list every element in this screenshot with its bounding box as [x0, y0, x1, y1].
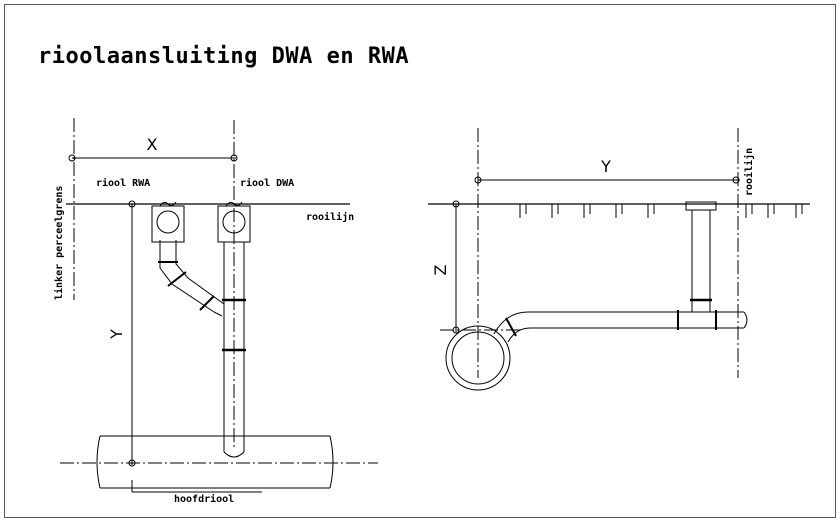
right-view: [428, 128, 810, 391]
connection-pipe-top: [493, 311, 744, 335]
main-sewer-left-end: [96, 435, 101, 489]
main-sewer-section-outer: [445, 325, 511, 391]
drawing-title: rioolaansluiting DWA en RWA: [38, 44, 410, 69]
drawing-frame: [4, 4, 836, 518]
rwa-pipe-edge-2: [175, 240, 225, 305]
rwa-pipe-edge-1: [159, 240, 223, 317]
connection-sleeve-bend: [505, 317, 517, 337]
connection-pipe-bottom: [507, 327, 744, 343]
riser-cap: [685, 201, 717, 211]
main-sewer-right-end: [329, 435, 334, 489]
label-riool-dwa: riool DWA: [240, 177, 294, 189]
left-dim-x-label: X: [147, 135, 158, 154]
right-dim-z-start: [452, 200, 460, 208]
label-riool-rwa: riool RWA: [96, 177, 150, 189]
dwa-pipe-bottom: [223, 451, 245, 458]
left-dim-y-label: Y: [107, 329, 126, 340]
label-rooilijn-left: rooilijn: [306, 211, 354, 223]
left-view: [60, 118, 378, 493]
rwa-cap: [159, 201, 177, 207]
dim-y-start: [128, 200, 136, 208]
rwa-pipe-section: [156, 210, 180, 234]
ground-hatching: [519, 204, 803, 218]
label-perceelgrens: linker perceelgrens: [53, 186, 65, 300]
dwa-pipe-section: [222, 210, 246, 234]
right-dim-z-label: Z: [431, 264, 450, 275]
label-rooilijn-right: rooilijn: [743, 148, 755, 196]
rwa-box: [151, 205, 185, 243]
rwa-sleeve-3: [199, 295, 215, 311]
label-hoofdriool: hoofdriool: [174, 493, 234, 505]
rwa-sleeve-2: [167, 271, 187, 287]
right-dim-y-start: [474, 176, 482, 184]
connection-pipe-end: [743, 311, 748, 329]
right-dim-y-label: Y: [600, 157, 611, 176]
dim-x-start: [68, 154, 76, 162]
dwa-cap: [225, 201, 243, 207]
main-sewer-section-inner: [451, 331, 505, 385]
dwa-box: [217, 205, 251, 243]
right-dim-y-end: [732, 176, 740, 184]
